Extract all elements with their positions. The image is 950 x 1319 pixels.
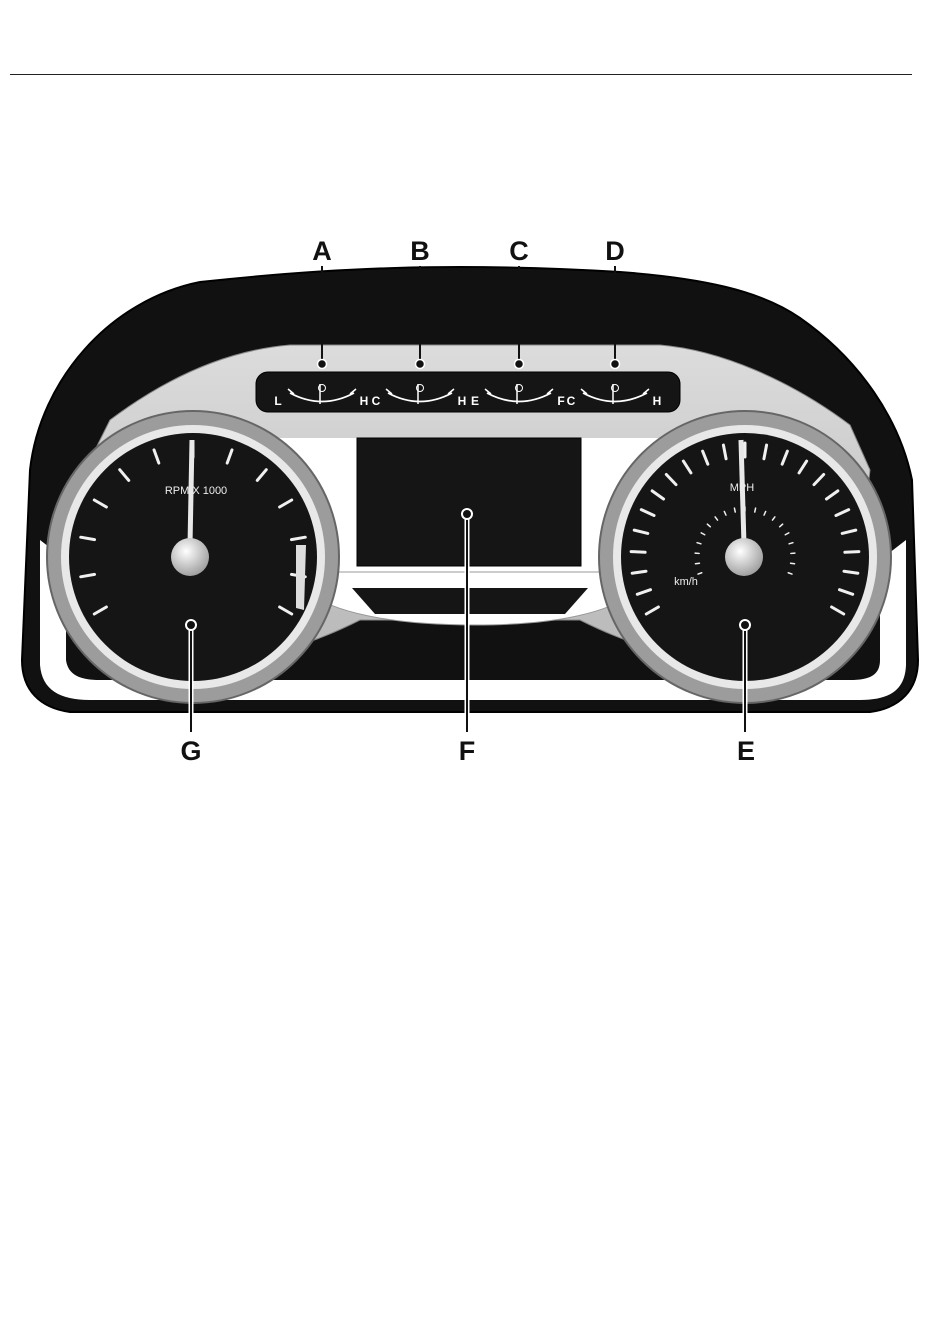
mini-gauge-high-label: H (458, 394, 467, 408)
mini-gauge-low-label: C (372, 394, 381, 408)
mini-gauge-low-label: C (567, 394, 576, 408)
callout-c: C (509, 236, 529, 266)
mini-gauge-low-label: E (471, 394, 479, 408)
speedometer-sublabel: km/h (674, 576, 698, 588)
speedometer-inner-tick (791, 563, 795, 564)
tachometer-hub (171, 538, 209, 576)
speedometer-inner-tick (734, 508, 735, 512)
speedometer-tick (844, 571, 858, 573)
callout-a: A (312, 236, 332, 266)
speedometer-inner-tick (755, 508, 756, 512)
callout-g: G (180, 736, 201, 766)
speedometer-tick (845, 552, 859, 553)
callout-e: E (737, 736, 755, 766)
speedometer-hub (725, 538, 763, 576)
mini-gauge-high-label: H (360, 394, 369, 408)
mini-gauge-high-label: F (557, 394, 564, 408)
speedometer-needle (741, 440, 744, 545)
callout-d: D (605, 236, 625, 266)
callout-b: B (410, 236, 430, 266)
mini-gauge-high-label: H (653, 394, 662, 408)
mini-gauge-low-label: L (274, 394, 281, 408)
speedometer-tick (632, 571, 646, 573)
lower-display-strip (352, 588, 588, 614)
tachometer-label: RPM X 1000 (165, 485, 227, 497)
speedometer-tick (631, 552, 645, 553)
callout-f: F (459, 736, 476, 766)
speedometer-inner-tick (695, 563, 699, 564)
tachometer-needle (190, 440, 192, 545)
